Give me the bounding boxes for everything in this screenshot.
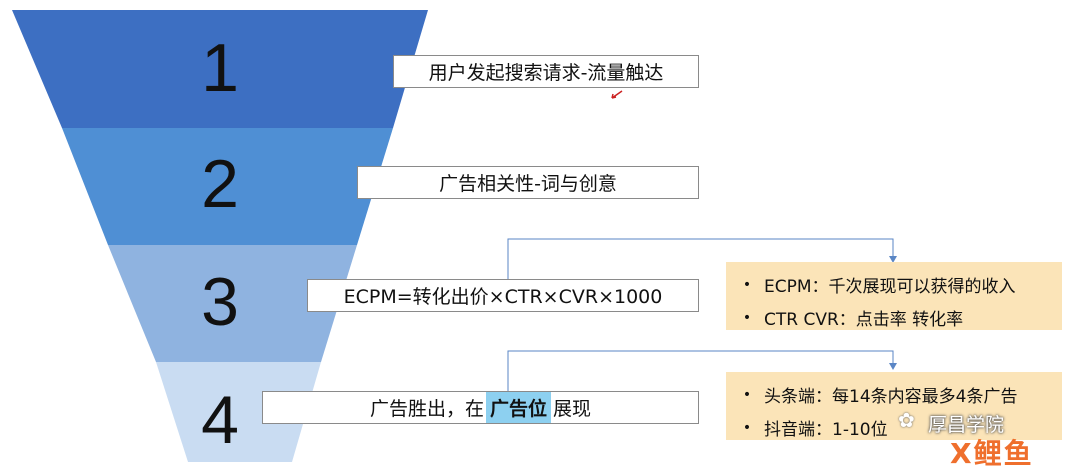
- note-ecpm-item-2: • CTR CVR：点击率 转化率: [730, 301, 1052, 334]
- note-ad-slots-item-2: • 抖音端：1-10位: [730, 411, 1052, 444]
- bullet: •: [742, 386, 752, 403]
- bullet: •: [742, 419, 752, 436]
- funnel-band-1: [12, 10, 428, 128]
- arrowhead-3: [889, 256, 897, 263]
- stage-label-2-text: 广告相关性-词与创意: [439, 173, 617, 195]
- funnel-band-3: [108, 245, 357, 362]
- connector-arrow-4: [507, 350, 894, 391]
- stage-label-3-text: ECPM=转化出价×CTR×CVR×1000: [343, 286, 663, 308]
- note-ecpm: • ECPM：千次展现可以获得的收入 • CTR CVR：点击率 转化率: [726, 262, 1062, 330]
- bullet: •: [742, 276, 752, 293]
- stage-number-2: 2: [201, 146, 239, 222]
- stage-label-4-pre: 广告胜出，在: [369, 398, 484, 420]
- cursor-mark: [611, 90, 623, 99]
- funnel-band-2: [62, 128, 393, 245]
- note-ecpm-item-2-text: CTR CVR：点击率 转化率: [764, 310, 964, 330]
- note-ad-slots-item-2-text: 抖音端：1-10位: [764, 420, 888, 440]
- wechat-icon: ✿: [898, 408, 915, 432]
- note-ecpm-item-1: • ECPM：千次展现可以获得的收入: [730, 268, 1052, 301]
- note-ad-slots-item-1: • 头条端：每14条内容最多4条广告: [730, 378, 1052, 411]
- stage-label-4: 广告胜出，在 广告位 展现: [262, 391, 699, 424]
- stage-label-2: 广告相关性-词与创意: [357, 166, 699, 199]
- stage-number-4: 4: [201, 382, 239, 458]
- note-ad-slots: • 头条端：每14条内容最多4条广告 • 抖音端：1-10位: [726, 372, 1062, 440]
- stage-label-3: ECPM=转化出价×CTR×CVR×1000: [307, 279, 699, 312]
- arrowhead-4: [889, 363, 897, 370]
- stage-label-1-text: 用户发起搜索请求-流量触达: [428, 62, 664, 84]
- watermark-logo: X鲤鱼: [950, 437, 1034, 470]
- stage-label-4-highlight: 广告位: [485, 392, 551, 423]
- note-ad-slots-item-1-text: 头条端：每14条内容最多4条广告: [764, 387, 1018, 407]
- funnel-band-4: [156, 362, 321, 462]
- bullet: •: [742, 309, 752, 326]
- stage-number-3: 3: [201, 264, 239, 340]
- stage-label-1: 用户发起搜索请求-流量触达: [393, 55, 699, 88]
- note-ecpm-item-1-text: ECPM：千次展现可以获得的收入: [764, 277, 1016, 297]
- stage-label-4-post: 展现: [553, 398, 592, 420]
- connector-arrow-3: [507, 238, 894, 279]
- watermark-text: 厚昌学院: [928, 414, 1005, 436]
- stage-number-1: 1: [201, 30, 239, 106]
